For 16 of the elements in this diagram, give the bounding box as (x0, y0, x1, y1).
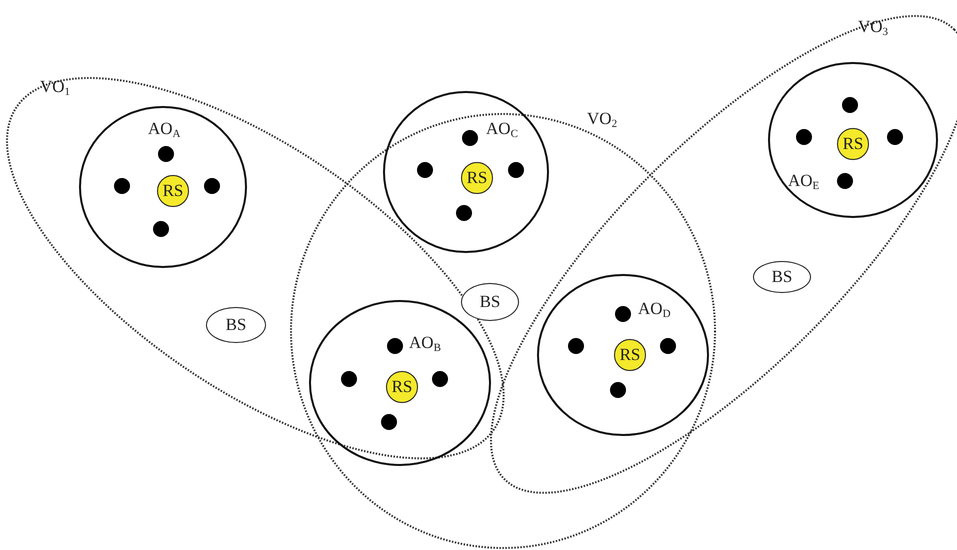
group-label: AO$_{B}$ (409, 334, 441, 354)
group-label: VO$_{3}$ (858, 18, 888, 38)
bs-ellipse-label: BS (461, 283, 519, 321)
rs-circle-label: RS (156, 174, 189, 207)
rs-circle-label: RS (836, 128, 869, 160)
group-label: AO$_{C}$ (486, 120, 518, 140)
group-label: VO$_{1}$ (40, 78, 70, 98)
rs-circle-label: RS (614, 339, 646, 371)
bs-ellipse-label: BS (206, 306, 266, 343)
rs-circle-label: RS (461, 162, 493, 194)
bs-ellipse-label: BS (752, 260, 811, 293)
group-label: VO$_{2}$ (587, 110, 618, 130)
group-label: AO$_{D}$ (638, 300, 671, 320)
rs-circle-label: RS (386, 371, 418, 403)
group-label: AO$_{A}$ (148, 120, 180, 140)
group-label: AO$_{E}$ (788, 172, 820, 192)
